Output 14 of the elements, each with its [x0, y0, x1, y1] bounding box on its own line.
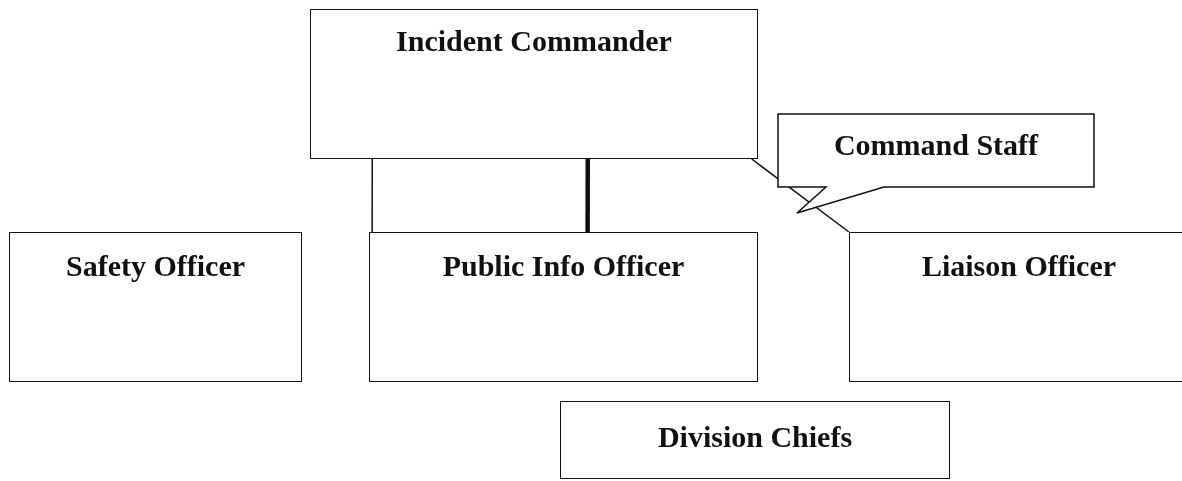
role-box — [849, 232, 1182, 382]
role-box — [310, 9, 758, 159]
role-box — [369, 232, 758, 382]
connector-line — [371, 158, 373, 233]
connector-line — [585, 159, 590, 232]
role-title: Command Staff — [833, 128, 1039, 162]
role-title: Liaison Officer — [921, 249, 1117, 283]
role-title: Public Info Officer — [442, 249, 685, 283]
role-box — [560, 401, 950, 479]
role-title: Safety Officer — [65, 249, 246, 283]
callout-box — [778, 114, 1094, 214]
role-box — [9, 232, 302, 382]
role-title: Division Chiefs — [657, 420, 853, 454]
role-title: Incident Commander — [396, 24, 672, 58]
